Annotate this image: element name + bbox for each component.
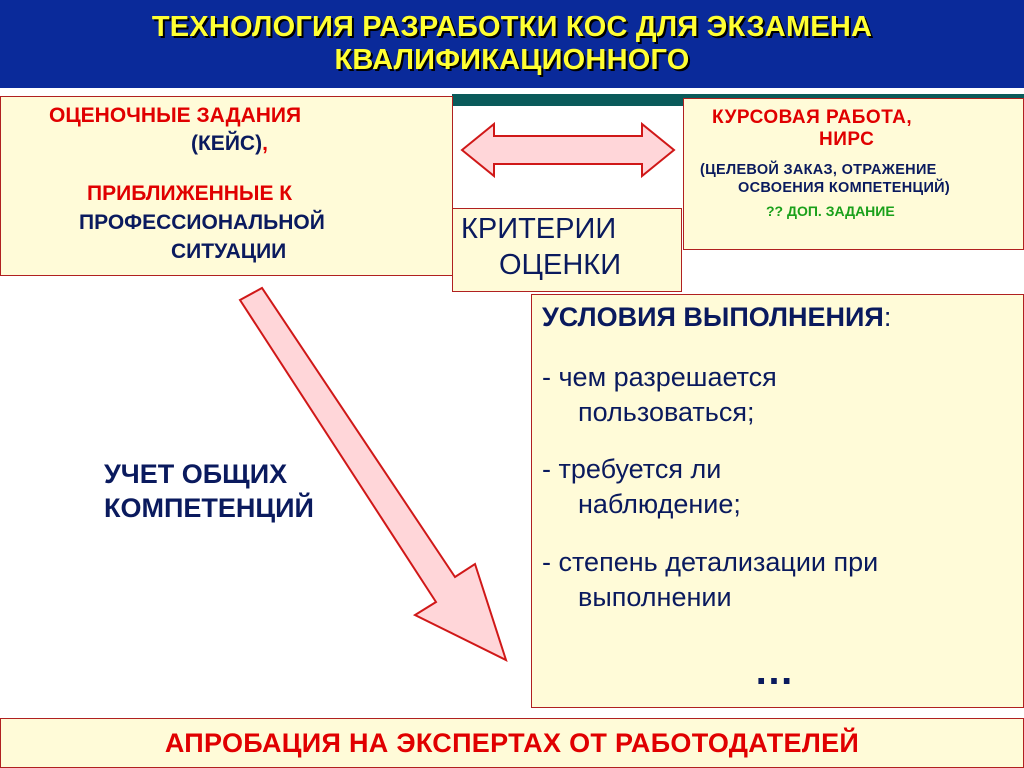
tasks-line-3: ПРИБЛИЖЕННЫЕ К	[87, 182, 293, 205]
double-arrow-icon	[460, 121, 676, 179]
title-line-1: ТЕХНОЛОГИЯ РАЗРАБОТКИ КОС ДЛЯ ЭКЗАМЕНА	[151, 11, 873, 43]
criteria-box: КРИТЕРИИ ОЦЕНКИ	[452, 208, 682, 292]
condition-item-2b: наблюдение;	[578, 489, 741, 519]
coursework-box: КУРСОВАЯ РАБОТА, НИРС (ЦЕЛЕВОЙ ЗАКАЗ, ОТ…	[683, 98, 1024, 250]
coursework-title-2: НИРС	[819, 129, 875, 150]
general-competencies-line-2: КОМПЕТЕНЦИЙ	[104, 493, 314, 523]
conditions-ellipsis: …	[754, 649, 794, 693]
tasks-line-1: ОЦЕНОЧНЫЕ ЗАДАНИЯ	[49, 104, 302, 127]
coursework-sub-2: ОСВОЕНИЯ КОМПЕТЕНЦИЙ)	[738, 180, 951, 196]
approbation-text: АПРОБАЦИЯ НА ЭКСПЕРТАХ ОТ РАБОТОДАТЕЛЕЙ	[164, 727, 860, 758]
condition-item-3a: - степень детализации при	[542, 547, 879, 577]
condition-item-3b: выполнении	[578, 582, 732, 612]
coursework-extra-task: ?? ДОП. ЗАДАНИЕ	[766, 203, 895, 219]
tasks-line-4: ПРОФЕССИОНАЛЬНОЙ	[79, 211, 325, 234]
criteria-line-1: КРИТЕРИИ	[461, 213, 617, 245]
conditions-heading: УСЛОВИЯ ВЫПОЛНЕНИЯ:	[542, 301, 891, 333]
slide-header: ТЕХНОЛОГИЯ РАЗРАБОТКИ КОС ДЛЯ ЭКЗАМЕНА К…	[0, 0, 1024, 88]
conditions-heading-colon: :	[883, 302, 892, 332]
title-line-2: КВАЛИФИКАЦИОННОГО	[334, 44, 690, 76]
coursework-title-1: КУРСОВАЯ РАБОТА,	[712, 107, 913, 128]
tasks-comma: ,	[262, 132, 268, 155]
tasks-line-2: (КЕЙС),	[191, 131, 268, 156]
coursework-sub-1: (ЦЕЛЕВОЙ ЗАКАЗ, ОТРАЖЕНИЕ	[700, 162, 937, 178]
assessment-tasks-box: ОЦЕНОЧНЫЕ ЗАДАНИЯ (КЕЙС), ПРИБЛИЖЕННЫЕ К…	[0, 96, 453, 276]
condition-item-2a: - требуется ли	[542, 454, 722, 484]
approbation-box	[0, 718, 1024, 768]
criteria-line-2: ОЦЕНКИ	[499, 249, 622, 281]
condition-item-1b: пользоваться;	[578, 397, 755, 427]
condition-item-1a: - чем разрешается	[542, 362, 777, 392]
general-competencies-line-1: УЧЕТ ОБЩИХ	[104, 459, 288, 489]
conditions-heading-text: УСЛОВИЯ ВЫПОЛНЕНИЯ	[542, 302, 884, 332]
tasks-line-5: СИТУАЦИИ	[171, 240, 287, 263]
diagonal-down-arrow-icon	[238, 286, 508, 662]
tasks-case-label: (КЕЙС)	[191, 132, 263, 155]
conditions-box: УСЛОВИЯ ВЫПОЛНЕНИЯ: - чем разрешается по…	[531, 294, 1024, 708]
